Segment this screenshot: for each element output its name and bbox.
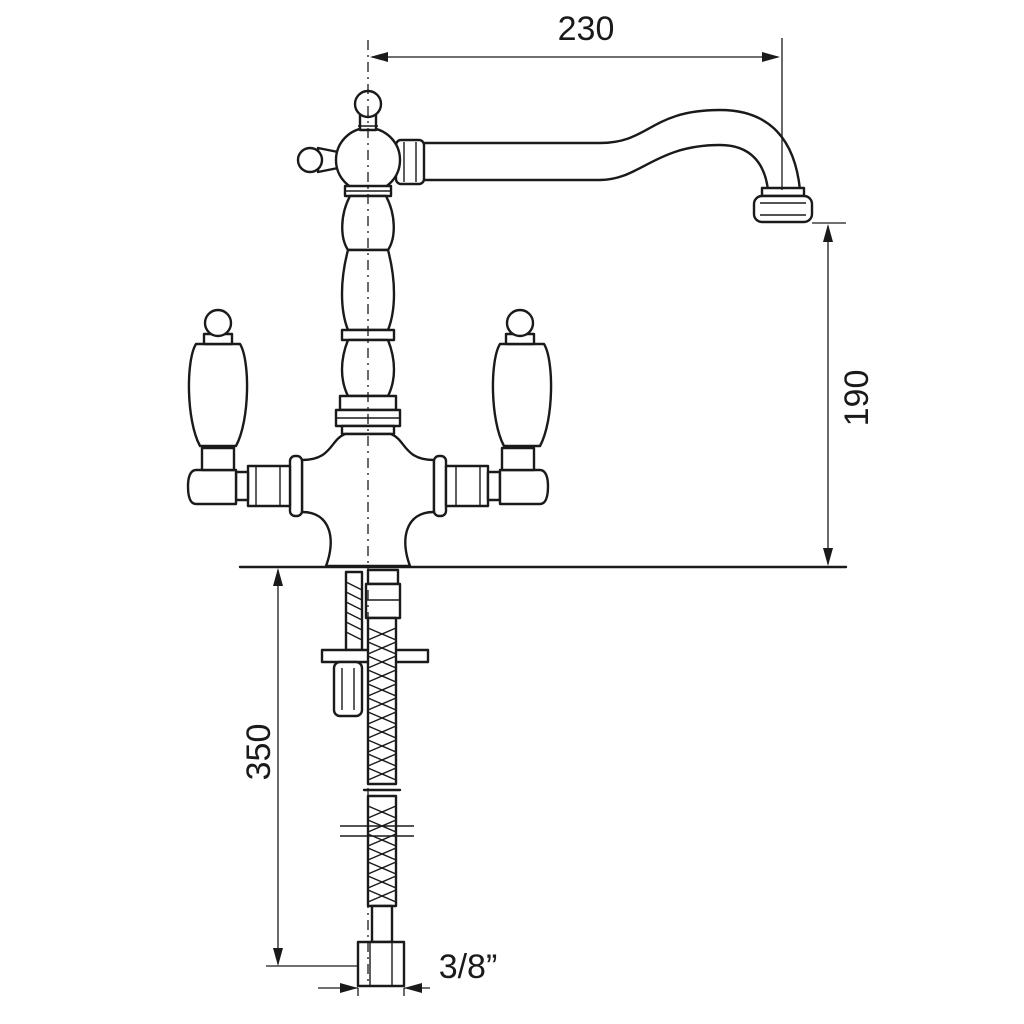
spout <box>423 108 814 224</box>
aerator <box>752 194 814 224</box>
dimension-height: 190 <box>812 222 876 566</box>
right-handle-knob <box>505 308 535 338</box>
dimension-label-reach: 230 <box>558 10 615 48</box>
mounting-nut <box>332 660 364 718</box>
hose-connector <box>356 940 406 988</box>
side-knob <box>296 146 324 174</box>
dimension-connection: 3/8” <box>318 948 497 996</box>
dimension-hose: 350 <box>240 568 358 967</box>
dimension-label-height: 190 <box>838 370 876 427</box>
right-valve <box>432 446 550 518</box>
dimension-label-hose: 350 <box>240 724 278 781</box>
right-handle <box>491 308 553 448</box>
dimension-reach: 230 <box>370 10 783 190</box>
left-valve <box>186 446 304 518</box>
right-handle-collar <box>500 446 536 472</box>
flexible-hose <box>340 616 414 988</box>
left-handle-collar <box>200 446 236 472</box>
left-handle-knob <box>203 308 233 338</box>
left-handle <box>187 308 249 448</box>
dimension-label-connection: 3/8” <box>439 948 498 986</box>
center-head <box>296 89 426 198</box>
